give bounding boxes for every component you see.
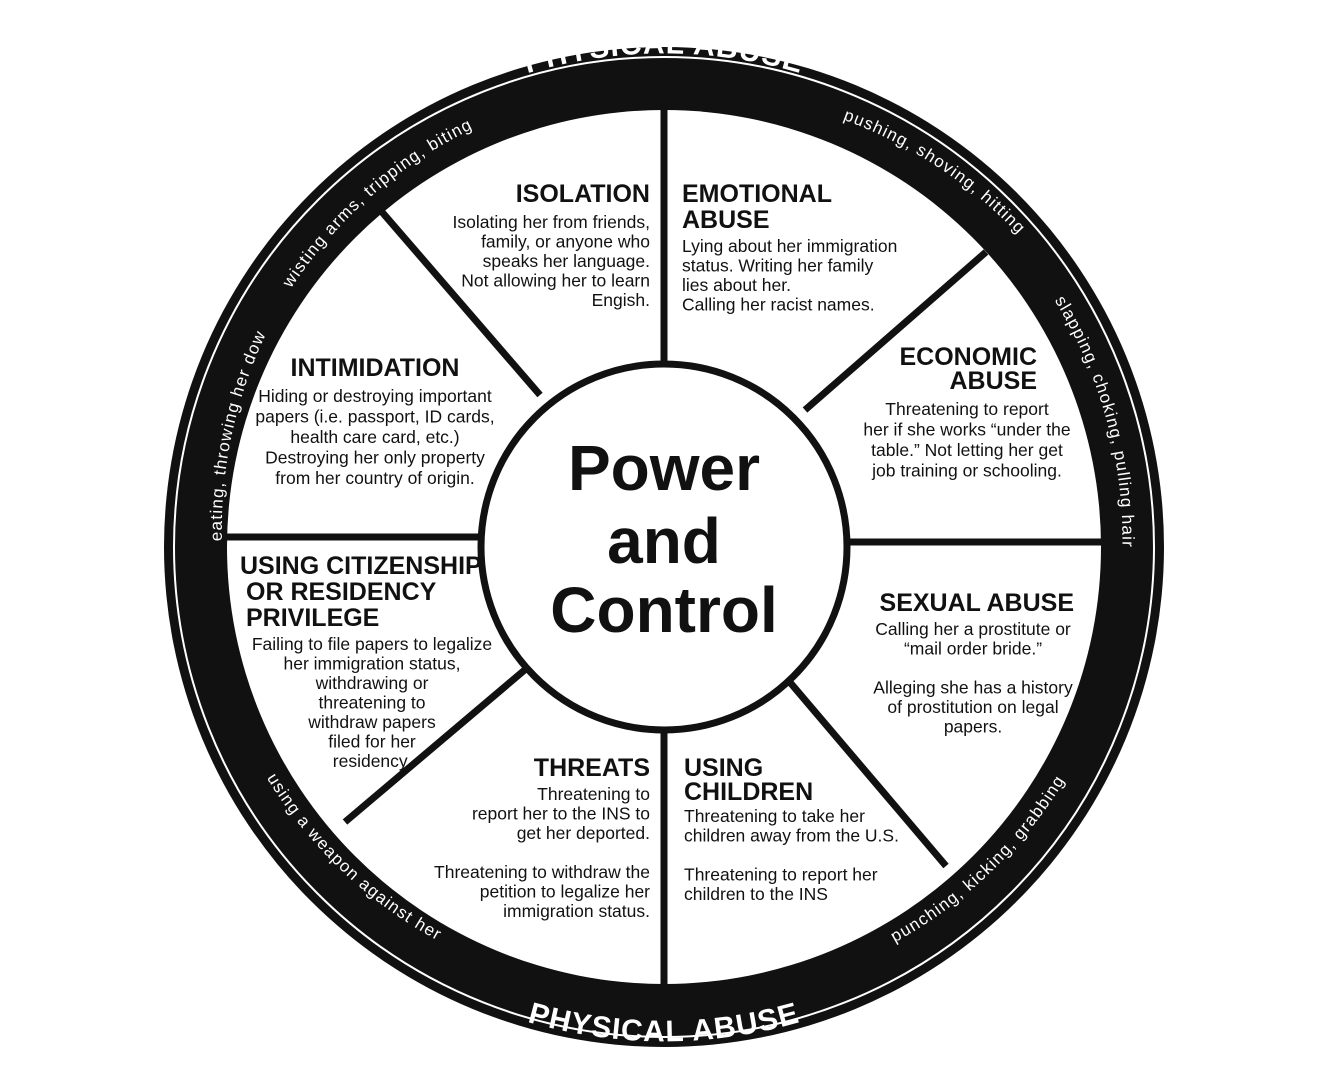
economic-body-line: Threatening to report <box>885 399 1049 419</box>
threats-title-line: THREATS <box>534 754 650 782</box>
sexual-body-line: “mail order bride.” <box>904 639 1042 659</box>
threats-body-line: get her deported. <box>517 823 650 843</box>
economic-body-line: her if she works “under the <box>863 420 1070 440</box>
citizenship-title-line: PRIVILEGE <box>246 604 379 632</box>
center-line-2: and <box>607 505 721 577</box>
citizenship-body-line: Failing to file papers to legalize <box>252 634 492 654</box>
citizenship-body-line: withdrawing or <box>315 673 429 693</box>
citizenship-body-line: her immigration status, <box>283 654 460 674</box>
sexual-body-line: papers. <box>944 717 1002 737</box>
isolation-body-line: family, or anyone who <box>481 232 650 252</box>
citizenship-title-line: USING CITIZENSHIP <box>240 552 482 580</box>
intimidation-title-line: INTIMIDATION <box>291 354 460 382</box>
intimidation-body-line: Hiding or destroying important <box>258 386 492 406</box>
citizenship-body-line: residency. <box>333 751 411 771</box>
center-line-1: Power <box>568 432 760 504</box>
citizenship-body-line: filed for her <box>328 732 416 752</box>
economic-body-line: table.” Not letting her get <box>871 440 1063 460</box>
segment-intimidation: INTIMIDATION Hiding or destroying importa… <box>255 354 494 488</box>
emotional-title-line: ABUSE <box>682 206 770 234</box>
intimidation-body-line: Destroying her only property <box>265 448 485 468</box>
rim-outline <box>173 56 1155 1038</box>
spoke-lower-right <box>785 677 949 869</box>
threats-body-line: Threatening to <box>537 784 650 804</box>
citizenship-body-line: threatening to <box>318 693 425 713</box>
threats-body-line: Threatening to withdraw the <box>434 862 650 882</box>
children-body-line: Threatening to take her <box>684 806 865 826</box>
spoke-upper-left <box>379 209 543 398</box>
intimidation-body-line: papers (i.e. passport, ID cards, <box>255 407 494 427</box>
intimidation-body-line: from her country of origin. <box>275 468 474 488</box>
isolation-title-line: ISOLATION <box>516 180 650 208</box>
economic-title-line: ECONOMIC <box>900 343 1038 371</box>
isolation-body-line: Isolating her from friends, <box>453 212 650 232</box>
threats-body-line: immigration status. <box>503 901 650 921</box>
sexual-body-line: Calling her a prostitute or <box>875 619 1071 639</box>
economic-title-line: ABUSE <box>949 367 1037 395</box>
emotional-body-line: Calling her racist names. <box>682 295 875 315</box>
segment-texts: ISOLATION Isolating her from friends,fami… <box>240 180 1074 921</box>
economic-body-line: job training or schooling. <box>871 461 1062 481</box>
children-title-line: USING <box>684 754 763 782</box>
citizenship-title-line: OR RESIDENCY <box>246 578 437 606</box>
spoke-upper-right <box>802 249 989 413</box>
threats-body-line: report her to the INS to <box>472 804 650 824</box>
spoke-lower-left <box>342 665 530 825</box>
center-circle <box>477 360 851 734</box>
emotional-title-line: EMOTIONAL <box>682 180 832 208</box>
sexual-body-line: of prostitution on legal <box>887 697 1058 717</box>
children-title-line: CHILDREN <box>684 778 813 806</box>
sexual-title-line: SEXUAL ABUSE <box>880 589 1074 617</box>
threats-body-line: petition to legalize her <box>480 882 650 902</box>
children-body-line: children to the INS <box>684 884 828 904</box>
center-line-3: Control <box>550 574 778 646</box>
citizenship-body-line: withdraw papers <box>307 712 436 732</box>
isolation-body-line: speaks her language. <box>483 251 650 271</box>
isolation-body-line: Engish. <box>592 290 650 310</box>
segment-isolation: ISOLATION Isolating her from friends,fami… <box>453 180 650 310</box>
spokes <box>227 110 1101 984</box>
rim-phrase-left: beating, throwing her down <box>0 0 270 541</box>
isolation-body-line: Not allowing her to learn <box>461 271 650 291</box>
emotional-body-line: status. Writing her family <box>682 256 874 276</box>
emotional-body-line: lies about her. <box>682 275 791 295</box>
sexual-body-line: Alleging she has a history <box>873 678 1073 698</box>
emotional-body-line: Lying about her immigration <box>682 236 897 256</box>
children-body-line: children away from the U.S. <box>684 826 899 846</box>
children-body-line: Threatening to report her <box>684 865 878 885</box>
intimidation-body-line: health care card, etc.) <box>290 427 459 447</box>
